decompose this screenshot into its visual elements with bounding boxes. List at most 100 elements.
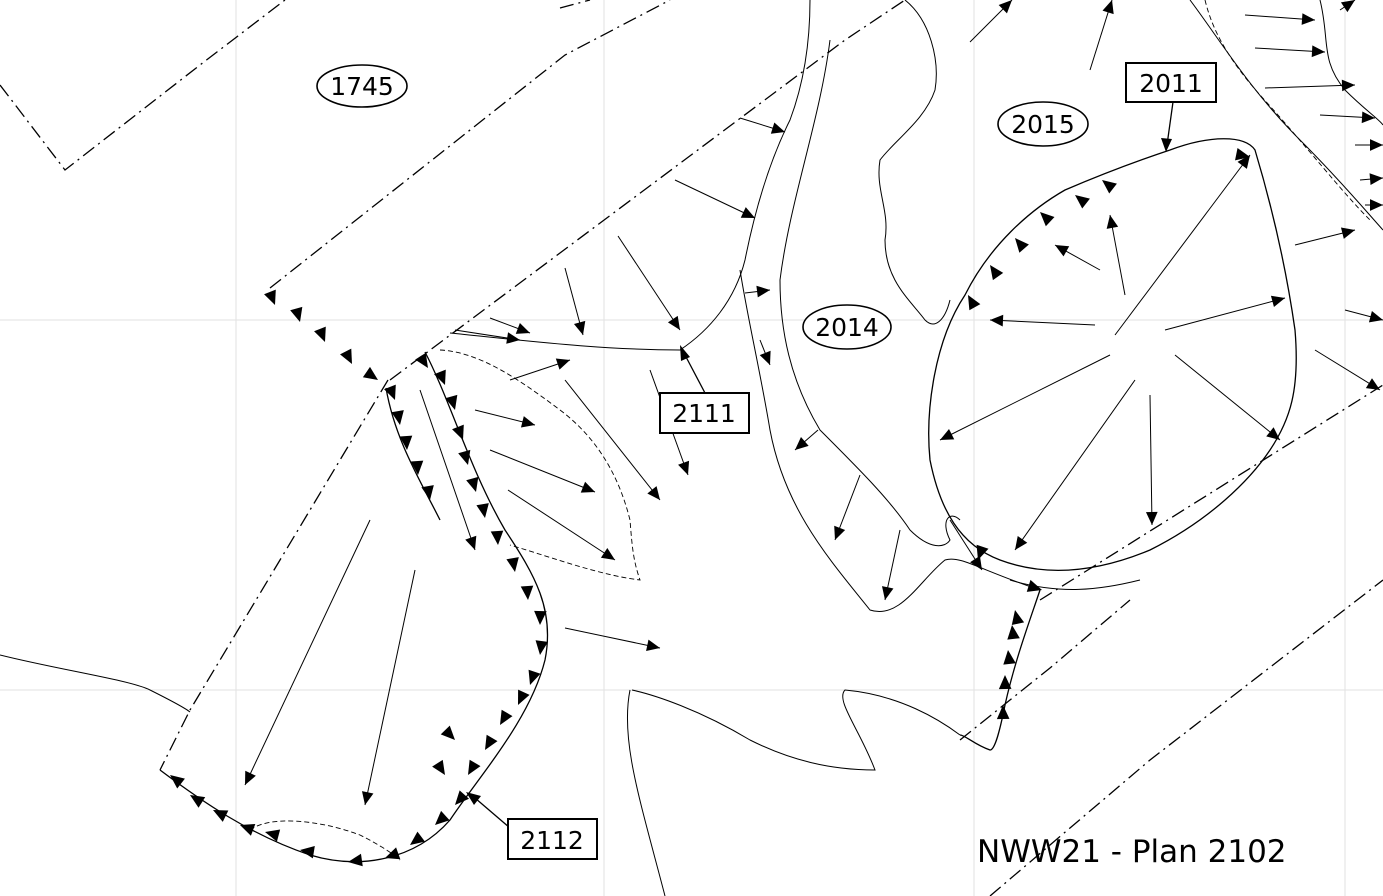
slope-arrowhead bbox=[1370, 199, 1383, 211]
hachures bbox=[244, 0, 1383, 806]
slope-arrowhead bbox=[384, 384, 396, 400]
slope-arrowhead bbox=[647, 486, 660, 500]
context-2014-label: 2014 bbox=[815, 313, 879, 342]
slope-arrowhead bbox=[466, 476, 479, 492]
slope-arrowhead bbox=[391, 410, 404, 425]
slope-arrowhead bbox=[555, 358, 570, 370]
slope-arrowhead bbox=[435, 810, 450, 825]
slope-hachure bbox=[1164, 297, 1286, 331]
slope-arrowhead bbox=[968, 295, 981, 311]
slope-arrowhead bbox=[465, 535, 477, 550]
slope-arrowhead bbox=[573, 320, 586, 335]
slope-arrowhead bbox=[998, 675, 1012, 690]
slope-arrowhead bbox=[170, 775, 185, 789]
context-2011-leader bbox=[1166, 101, 1174, 146]
slope-hachure bbox=[564, 379, 661, 501]
slope-arrowhead bbox=[410, 460, 424, 475]
slope-arrowhead bbox=[506, 332, 520, 344]
slope-arrowhead bbox=[452, 424, 464, 440]
slope-arrowhead bbox=[300, 845, 315, 859]
slope-arrowhead bbox=[432, 759, 445, 775]
slope-hachure bbox=[419, 389, 476, 551]
slope-arrowhead bbox=[882, 586, 894, 600]
slope-arrowhead bbox=[1102, 0, 1114, 15]
slope-arrowhead bbox=[795, 437, 809, 450]
slope-arrowhead bbox=[1015, 238, 1029, 253]
slope-arrowhead bbox=[361, 791, 374, 805]
slope-arrowhead bbox=[1266, 427, 1280, 440]
slope-arrowhead bbox=[410, 831, 425, 845]
slope-arrowhead bbox=[458, 449, 471, 465]
slope-arrowhead bbox=[190, 795, 206, 808]
context-2011: 2011 bbox=[1125, 62, 1217, 152]
slope-arrowhead bbox=[1237, 155, 1250, 169]
slope-hachure bbox=[1014, 379, 1136, 551]
slope-arrowhead bbox=[528, 669, 541, 685]
slope-hachure bbox=[1174, 354, 1281, 441]
slope-arrowhead bbox=[756, 285, 770, 298]
slope-arrowhead bbox=[740, 207, 755, 218]
context-2112: 2112 bbox=[466, 792, 598, 860]
slope-arrowhead bbox=[290, 306, 303, 322]
slope-arrowhead bbox=[485, 734, 498, 750]
slope-arrowhead bbox=[1003, 650, 1016, 665]
slope-arrowhead bbox=[1106, 215, 1119, 229]
slope-arrowhead bbox=[770, 122, 785, 134]
slope-arrowhead bbox=[646, 639, 660, 652]
slope-arrowhead bbox=[1011, 610, 1025, 626]
edge-ticks bbox=[170, 148, 1250, 867]
slope-hachure bbox=[507, 489, 616, 561]
slope-arrowhead bbox=[600, 547, 615, 560]
slope-hachure bbox=[1149, 394, 1153, 526]
context-1745: 1745 bbox=[316, 64, 408, 108]
slope-arrowhead bbox=[490, 530, 504, 545]
slope-arrowhead bbox=[1341, 79, 1355, 92]
slope-arrowhead bbox=[518, 689, 530, 705]
slope-arrowhead bbox=[240, 824, 256, 836]
slope-arrowhead bbox=[314, 326, 326, 342]
context-1745-label: 1745 bbox=[330, 72, 394, 101]
slope-arrowhead bbox=[362, 366, 378, 380]
slope-arrowhead bbox=[1075, 195, 1090, 209]
slope-hachure bbox=[617, 235, 681, 331]
slope-arrowhead bbox=[421, 485, 434, 500]
slope-arrowhead bbox=[1340, 0, 1355, 13]
slope-arrowhead bbox=[445, 394, 458, 410]
slope-arrowhead bbox=[990, 265, 1004, 281]
slope-arrowhead bbox=[535, 640, 549, 655]
slope-arrowhead bbox=[385, 847, 401, 860]
slope-arrowhead bbox=[940, 428, 955, 440]
slope-arrowhead bbox=[1015, 536, 1028, 550]
context-2015: 2015 bbox=[997, 101, 1089, 147]
slope-arrowhead bbox=[1301, 13, 1315, 25]
slope-arrowhead bbox=[1369, 173, 1383, 185]
slope-arrowhead bbox=[476, 503, 489, 518]
slope-arrowhead bbox=[1270, 295, 1285, 308]
slope-arrowhead bbox=[1040, 212, 1055, 227]
context-2111: 2111 bbox=[659, 345, 750, 434]
slope-arrowhead bbox=[506, 557, 519, 572]
context-2015-label: 2015 bbox=[1011, 110, 1075, 139]
slope-arrowhead bbox=[976, 544, 989, 560]
plan-title: NWW21 - Plan 2102 bbox=[977, 834, 1287, 870]
slope-arrowhead bbox=[1102, 180, 1117, 194]
slope-arrowhead bbox=[998, 0, 1012, 14]
slope-hachure bbox=[1264, 84, 1356, 89]
slope-arrowhead bbox=[213, 810, 229, 822]
slope-hachure bbox=[244, 519, 371, 786]
slope-arrowhead bbox=[455, 790, 470, 805]
slope-hachure bbox=[939, 354, 1111, 441]
context-2011-label: 2011 bbox=[1139, 69, 1203, 98]
slope-arrowhead bbox=[520, 585, 534, 600]
slope-hachure bbox=[489, 449, 596, 493]
slope-arrowhead bbox=[1145, 511, 1158, 525]
slope-hachure bbox=[674, 179, 756, 219]
slope-arrowhead bbox=[759, 350, 771, 365]
slope-arrowhead bbox=[667, 315, 680, 330]
slope-arrowhead bbox=[245, 770, 256, 785]
slope-arrowhead bbox=[1235, 148, 1250, 161]
